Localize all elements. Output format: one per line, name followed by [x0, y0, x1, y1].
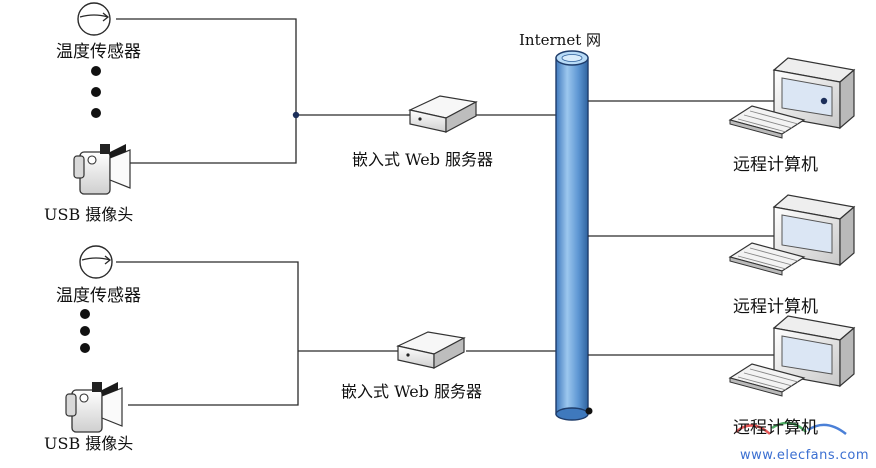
- sensor-icon: [79, 245, 113, 279]
- server-label: 嵌入式 Web 服务器: [352, 150, 494, 169]
- keyboard-icon: [728, 242, 806, 276]
- internet-to-computers-lines: [588, 100, 776, 356]
- sensor-icon: [77, 2, 111, 36]
- camera-label: USB 摄像头: [44, 205, 134, 224]
- ellipsis-dots: [91, 66, 101, 118]
- monitor-icon: [772, 315, 856, 388]
- server-label: 嵌入式 Web 服务器: [341, 382, 483, 401]
- computer-2: [728, 194, 856, 276]
- monitor-icon: [772, 57, 856, 130]
- camera-label: USB 摄像头: [44, 434, 134, 453]
- router-icon: [396, 331, 466, 369]
- group-1-bracket-line: [116, 18, 297, 164]
- junction-dot: [292, 111, 300, 119]
- keyboard-icon: [728, 363, 806, 397]
- internet-label: Internet 网: [519, 31, 601, 49]
- remote-computer-label: 远程计算机: [733, 297, 818, 317]
- keyboard-icon: [728, 105, 806, 139]
- watermark-text: www.elecfans.com: [740, 448, 870, 463]
- computer-1: [728, 57, 856, 139]
- remote-computer-label: 远程计算机: [733, 155, 818, 175]
- sensor-label: 温度传感器: [56, 42, 141, 62]
- router-icon: [408, 95, 478, 133]
- camera-icon: [73, 144, 131, 195]
- group-2-wiring: [116, 261, 556, 406]
- group-2-bracket-line: [116, 261, 299, 406]
- camera-icon: [65, 382, 123, 433]
- monitor-icon: [772, 194, 856, 267]
- remote-computer-label: 远程计算机: [733, 418, 818, 438]
- sensor-label: 温度传感器: [56, 286, 141, 306]
- computer-3: [728, 315, 856, 397]
- watermark-logo: [735, 421, 847, 435]
- ellipsis-dots: [80, 309, 90, 353]
- internet-pipe-icon: [555, 50, 593, 421]
- group-1-wiring: [116, 18, 556, 164]
